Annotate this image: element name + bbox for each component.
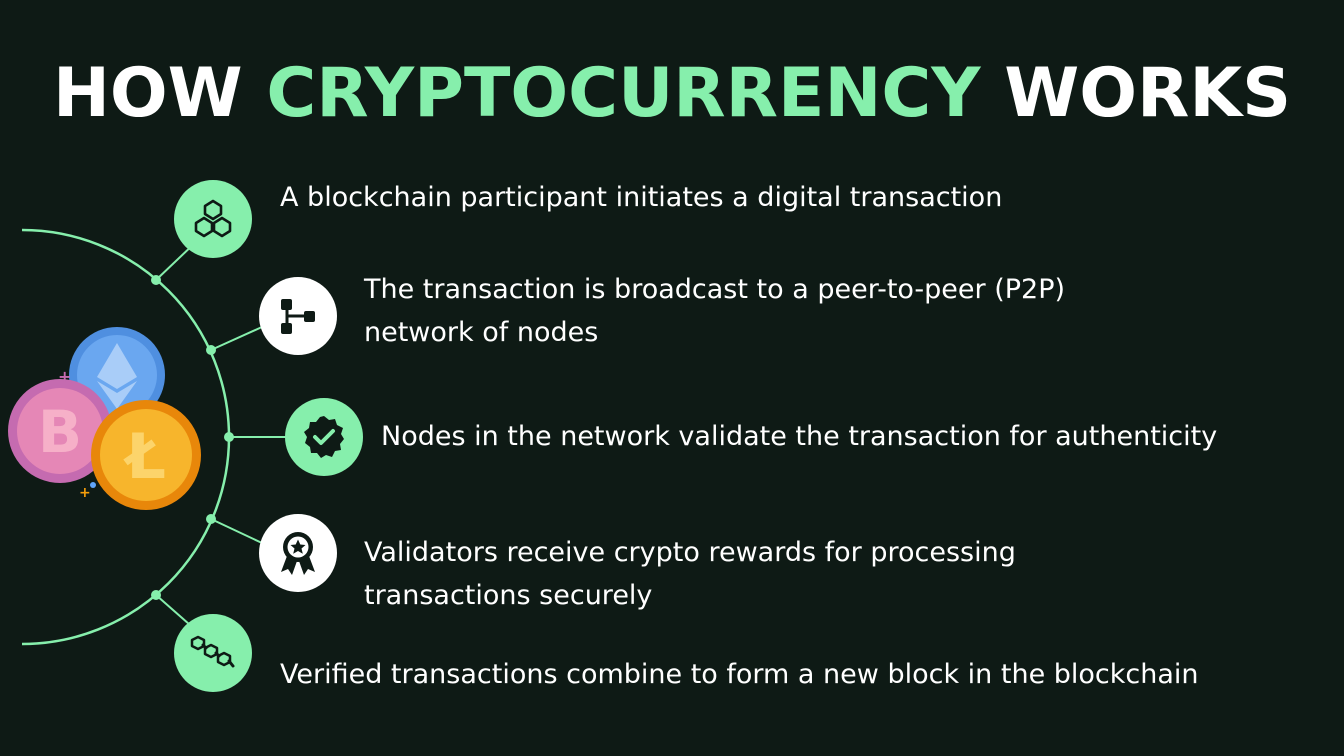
title-accent: CRYPTOCURRENCY bbox=[266, 54, 981, 133]
network-nodes-icon bbox=[281, 299, 315, 334]
award-ribbon-icon bbox=[281, 532, 315, 575]
sparkle-1: + bbox=[58, 367, 71, 386]
step-5-text: Verified transactions combine to form a … bbox=[280, 653, 1199, 696]
step-2-line-1: The transaction is broadcast to a peer-t… bbox=[364, 274, 1066, 305]
coins-illustration: B Ł + + bbox=[8, 327, 201, 510]
page-title: HOW CRYPTOCURRENCY WORKS bbox=[0, 52, 1344, 136]
step-4-text: Validators receive crypto rewards for pr… bbox=[364, 531, 1016, 617]
arc-node-2 bbox=[206, 345, 216, 355]
step-1-text: A blockchain participant initiates a dig… bbox=[280, 176, 1002, 219]
step-2-line-2: network of nodes bbox=[364, 317, 599, 348]
litecoin-symbol: Ł bbox=[123, 420, 166, 493]
step-3-line-1: Nodes in the network validate the transa… bbox=[381, 421, 1218, 452]
connector-line-4 bbox=[210, 518, 263, 544]
title-part-2: WORKS bbox=[980, 54, 1292, 133]
verified-check-icon bbox=[304, 416, 344, 458]
litecoin-coin: Ł bbox=[91, 400, 201, 510]
step-4-line-1: Validators receive crypto rewards for pr… bbox=[364, 537, 1016, 568]
step-3-icon-badge bbox=[285, 398, 363, 476]
step-3-text: Nodes in the network validate the transa… bbox=[381, 415, 1217, 458]
step-2-icon-badge bbox=[259, 277, 337, 355]
bitcoin-symbol: B bbox=[38, 398, 82, 466]
step-5-line-1: Verified transactions combine to form a … bbox=[280, 659, 1199, 690]
sparkle-2: + bbox=[79, 485, 91, 501]
bitcoin-coin: B bbox=[8, 379, 112, 483]
chain-blocks-icon bbox=[190, 635, 235, 668]
step-2-text: The transaction is broadcast to a peer-t… bbox=[364, 268, 1065, 354]
connector-line-2 bbox=[210, 326, 263, 351]
sparkle-dot bbox=[90, 482, 96, 488]
arc-node-1 bbox=[151, 275, 161, 285]
arc-node-3 bbox=[224, 432, 234, 442]
blocks-icon bbox=[194, 199, 232, 238]
step-4-icon-badge bbox=[259, 514, 337, 592]
arc-node-5 bbox=[151, 590, 161, 600]
step-1-line-1: A blockchain participant initiates a dig… bbox=[280, 182, 1003, 213]
step-5-icon-badge bbox=[174, 614, 252, 692]
step-4-line-2: transactions securely bbox=[364, 580, 653, 611]
step-1-icon-badge bbox=[174, 180, 252, 258]
title-part-1: HOW bbox=[52, 54, 267, 133]
arc-node-4 bbox=[206, 514, 216, 524]
